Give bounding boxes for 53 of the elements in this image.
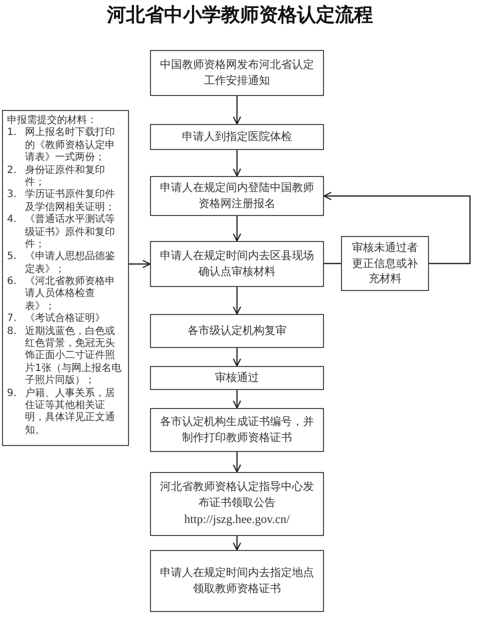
box-text: 河北省教师资格认定指导中心发布证书领取公告 (159, 479, 315, 512)
box-text: 申请人到指定医院体检 (182, 129, 292, 145)
list-number: 2. (7, 164, 18, 178)
list-number: 1. (7, 127, 18, 140)
list-item-text: 《考试合格证明》 (25, 313, 105, 326)
list-number: 5. (7, 251, 18, 264)
arrow (232, 390, 242, 409)
process-box (150, 366, 324, 390)
arrow (232, 287, 242, 315)
diagram-title: 河北省中小学教师资格认定流程 (106, 3, 374, 28)
process-box (150, 124, 324, 150)
list-item-text: 《普通话水平测试等级证书》原件和复印件； (25, 214, 116, 250)
list-number: 4. (7, 214, 18, 228)
web-address: http://jszg.hee.gov.cn/ (184, 511, 290, 528)
arrow (232, 536, 242, 551)
arrow (232, 150, 242, 177)
arrow (129, 260, 151, 268)
list-item-text: 户籍、人事关系，居住证等其他相关证明，具体详见正文通知。 (25, 388, 116, 438)
process-box (150, 314, 324, 348)
box-text: 审核通过 (215, 370, 259, 386)
arrow (232, 96, 242, 125)
list-item-text: 网上报名时下载打印的《教师资格认定申请表》一式两份； (25, 127, 116, 164)
list-item-text: 学历证书原件复印件及学信网相关证明； (25, 189, 116, 214)
box-text: 申请人在规定时间内去区县现场确认点审核材料 (159, 248, 315, 280)
list-number: 9. (7, 388, 18, 401)
list-heading: 申报需提交的材料： (7, 115, 98, 126)
process-box (150, 408, 324, 452)
note-box (341, 236, 429, 291)
list-number: 3. (7, 189, 18, 202)
box-text: 申请人在规定间内登陆中国教师资格网注册报名 (159, 180, 315, 212)
list-item-text: 近期浅蓝色，白色或红色背景，免冠无头饰正面小二寸证件照片1张（与网上报名电子照片同版）； (25, 326, 122, 388)
arrow (232, 216, 242, 242)
list-number: 6. (7, 276, 18, 290)
box-text: 中国教师资格网发布河北省认定工作安排通知 (159, 57, 315, 89)
process-box (150, 550, 324, 612)
process-box (150, 176, 324, 216)
box-text: 审核未通过者更正信息或补充材料 (351, 240, 419, 288)
list-number: 8. (7, 326, 18, 339)
arrow (232, 452, 242, 473)
arrow (232, 348, 242, 367)
process-box (150, 241, 324, 287)
list-number: 7. (7, 313, 18, 326)
box-text: 各市级认定机构复审 (188, 323, 286, 339)
list-item-text: 《申请人思想品德鉴定表》； (25, 251, 116, 276)
materials-list-panel (2, 110, 129, 446)
process-box (150, 50, 324, 96)
connector-line (324, 262, 341, 264)
process-box (150, 472, 324, 536)
arrow (323, 192, 471, 264)
box-text: 各市认定机构生成证书编号，并制作打印教师资格证书 (159, 414, 315, 446)
list-item-text: 《河北省教师资格申请人员体格检查表》； (25, 276, 116, 312)
box-text: 申请人在规定时间内去指定地点领取教师资格证书 (159, 565, 315, 597)
list-item-text: 身份证原件和复印件； (25, 164, 106, 188)
